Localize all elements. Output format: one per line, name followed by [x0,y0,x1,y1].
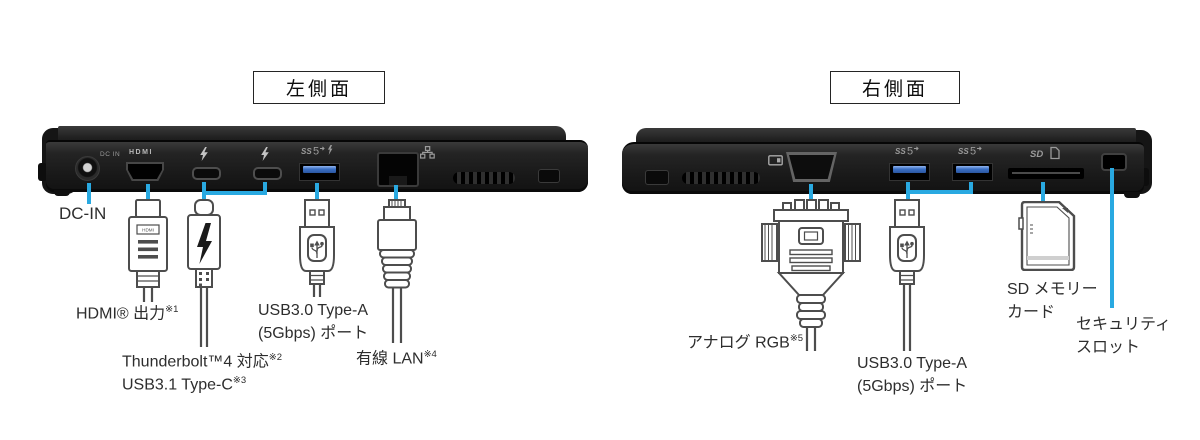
label-analog-rgb: アナログ RGB※5 [687,333,803,353]
dc-in-jack [75,156,100,181]
external-display-icon [768,155,783,166]
label-usb-right-line1: USB3.0 Type-A [857,354,967,374]
callout-bracket-usb-right [906,190,973,194]
label-text: (5Gbps) ポート [258,325,369,342]
label-usb-right-line2: (5Gbps) ポート [857,377,967,397]
label-thunderbolt-line2: USB3.1 Type-C※3 [122,375,246,395]
usb-a-port-left [299,163,340,181]
left-side-title-box: 左側面 [253,71,385,104]
sd-card-illustration [1018,201,1076,271]
svg-text:SS: SS [958,147,969,156]
label-text: (5Gbps) ポート [857,378,968,395]
callout-line-sd [1041,182,1045,201]
label-usb-left-line2: (5Gbps) ポート [258,324,368,344]
usb-ss5-icon: SS 5 [958,146,982,158]
label-note: ※2 [268,352,282,363]
usb-ss5-icon: SS 5 [895,146,919,158]
label-text: スロット [1076,339,1141,356]
callout-line-hdmi [146,184,150,199]
usb-a-tongue [893,166,926,173]
label-text: USB3.1 Type-C [122,376,233,394]
label-dc-in: DC-IN [59,203,106,224]
hdmi-plug-illustration: HDMI [128,199,168,302]
label-sd-card-line1: SD メモリー [1007,280,1098,300]
label-text: カード [1007,304,1056,321]
dc-in-marking: DC IN [100,151,121,158]
label-note: ※1 [165,304,179,315]
usb-a-plug-illustration [889,199,925,351]
label-sd-card-line2: カード [1007,303,1055,323]
label-note: ※5 [789,333,804,344]
vent-grille-right [682,172,760,184]
label-note: ※4 [423,349,437,360]
callout-line-lan [394,185,398,200]
label-text: セキュリティ [1076,316,1172,333]
callout-line-usb-left [315,183,319,200]
usb-a-port-right-1 [889,163,930,181]
svg-text:SS: SS [301,147,312,156]
callout-bracket-usbc [202,191,267,195]
security-lock-slot [1101,153,1127,171]
side-button-right [645,170,669,185]
laptop-left-latch [38,163,47,181]
svg-text:SD: SD [1030,149,1043,160]
label-text: SD メモリー [1007,281,1098,298]
thunderbolt-icon [261,147,269,161]
left-side-title: 左側面 [285,79,352,100]
label-text: USB3.0 Type-A [857,355,967,372]
label-hdmi-output: HDMI® 出力※1 [76,304,178,324]
sd-card-slot [1008,168,1084,179]
lan-port [377,152,419,187]
lan-network-icon [420,146,435,159]
label-usb-left-line1: USB3.0 Type-A [258,301,368,321]
label-wired-lan: 有線 LAN※4 [356,349,437,369]
label-text: HDMI® 出力 [76,305,166,323]
usb-ss5-charge-icon: SS 5 [301,145,333,158]
laptop-left-lid-edge [58,126,566,141]
label-security-line1: セキュリティ [1076,315,1171,335]
thunderbolt-icon [200,147,208,161]
label-text: アナログ RGB [687,334,790,352]
label-text: USB3.0 Type-A [258,302,368,319]
vga-plug-illustration [761,199,861,351]
usb-c-port-2 [253,167,282,180]
svg-text:5: 5 [313,146,319,158]
callout-line-security [1110,168,1114,308]
usb-a-tongue [303,166,336,173]
hdmi-port [126,162,164,181]
svg-text:SS: SS [895,147,906,156]
label-security-line2: スロット [1076,338,1140,358]
usb-a-port-right-2 [952,163,993,181]
side-button-left [538,169,560,183]
laptop-right-latch [1140,168,1149,186]
callout-line-vga [809,184,813,200]
label-note: ※3 [232,375,247,386]
usb-a-plug-illustration [299,199,335,297]
label-thunderbolt-line1: Thunderbolt™4 対応※2 [122,352,282,372]
laptop-left-foot [54,190,70,196]
callout-line-dc-in [87,183,91,204]
laptop-right-lid-edge [636,128,1136,143]
usb-a-tongue [956,166,989,173]
callout-line-usbc-2 [263,182,267,195]
sd-logo-icon: SD [1030,146,1060,160]
svg-text:5: 5 [970,146,976,158]
callout-line-usb-right-2 [969,182,973,194]
label-text: DC-IN [59,204,107,223]
usb-c-port-1 [192,167,221,180]
label-text: Thunderbolt™4 対応 [122,353,269,371]
thunderbolt-usbc-plug-illustration [187,199,221,347]
svg-text:5: 5 [907,146,913,158]
label-text: 有線 LAN [356,350,424,368]
hdmi-marking: HDMI [129,149,153,156]
vga-port [786,152,837,182]
svg-text:HDMI: HDMI [142,228,154,233]
right-side-title: 右側面 [861,79,928,100]
lan-plug-illustration [377,199,417,343]
laptop-right-foot [1124,192,1140,198]
vent-grille-left [453,172,515,184]
right-side-title-box: 右側面 [830,71,960,104]
